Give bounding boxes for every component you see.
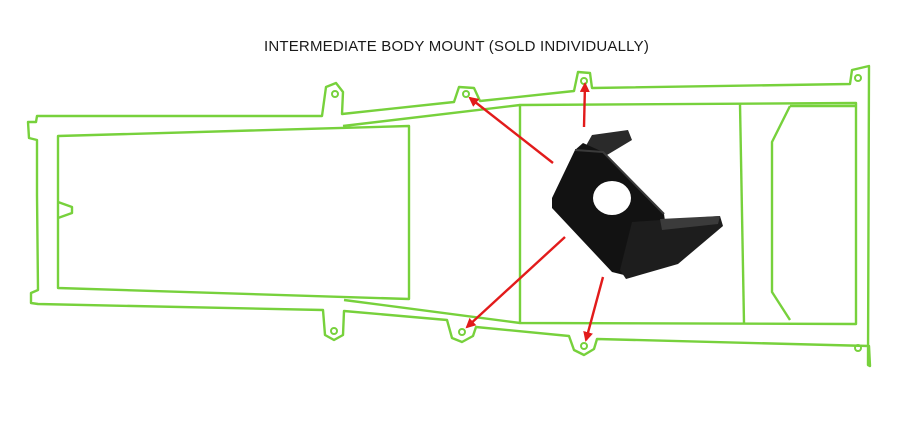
frame-diagonal-lower	[343, 298, 521, 325]
frame-diagonal-upper	[342, 103, 521, 128]
mount-hole	[854, 74, 862, 82]
mount-hole	[580, 342, 588, 350]
red-arrow-icon	[579, 82, 590, 128]
frame-right-trapezoid	[770, 104, 856, 321]
mount-hole	[580, 77, 588, 85]
mount-hole	[458, 328, 466, 336]
frame-inner-right-panel	[518, 101, 858, 326]
frame-inner-left-panel	[56, 124, 411, 301]
mount-holes	[330, 74, 862, 352]
red-arrow-icon	[465, 236, 566, 329]
frame-outline	[26, 64, 872, 368]
frame-outer-contour	[26, 64, 872, 368]
diagram-title: INTERMEDIATE BODY MOUNT (SOLD INDIVIDUAL…	[263, 38, 650, 55]
red-arrow-icon	[583, 276, 605, 342]
mount-hole	[330, 327, 338, 335]
red-arrow-icon	[468, 96, 554, 164]
frame-left-tab	[57, 200, 74, 220]
body-mount-bracket-icon	[552, 130, 723, 279]
frame-cross-rail	[738, 103, 746, 324]
pointer-arrows	[465, 82, 605, 342]
mount-hole	[854, 344, 862, 352]
mount-hole	[331, 90, 339, 98]
mount-hole	[462, 90, 470, 98]
